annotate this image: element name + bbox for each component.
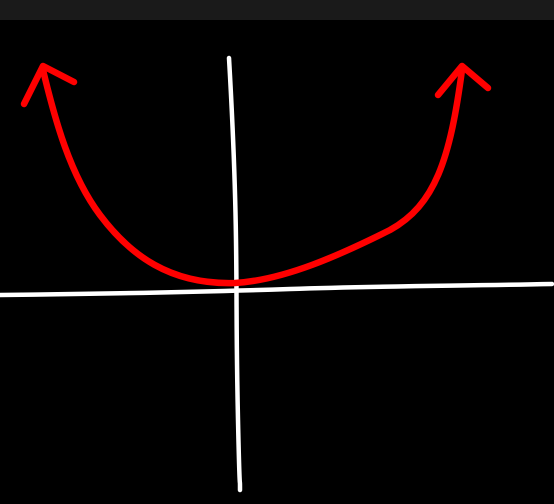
sketch-canvas [0, 20, 554, 504]
parabola-curve [39, 66, 466, 287]
graph-sketch [0, 55, 554, 493]
x-axis [0, 281, 554, 298]
left-arrowhead [20, 62, 78, 108]
top-bar [0, 0, 554, 20]
right-arrowhead [434, 62, 492, 99]
y-axis [226, 55, 243, 493]
